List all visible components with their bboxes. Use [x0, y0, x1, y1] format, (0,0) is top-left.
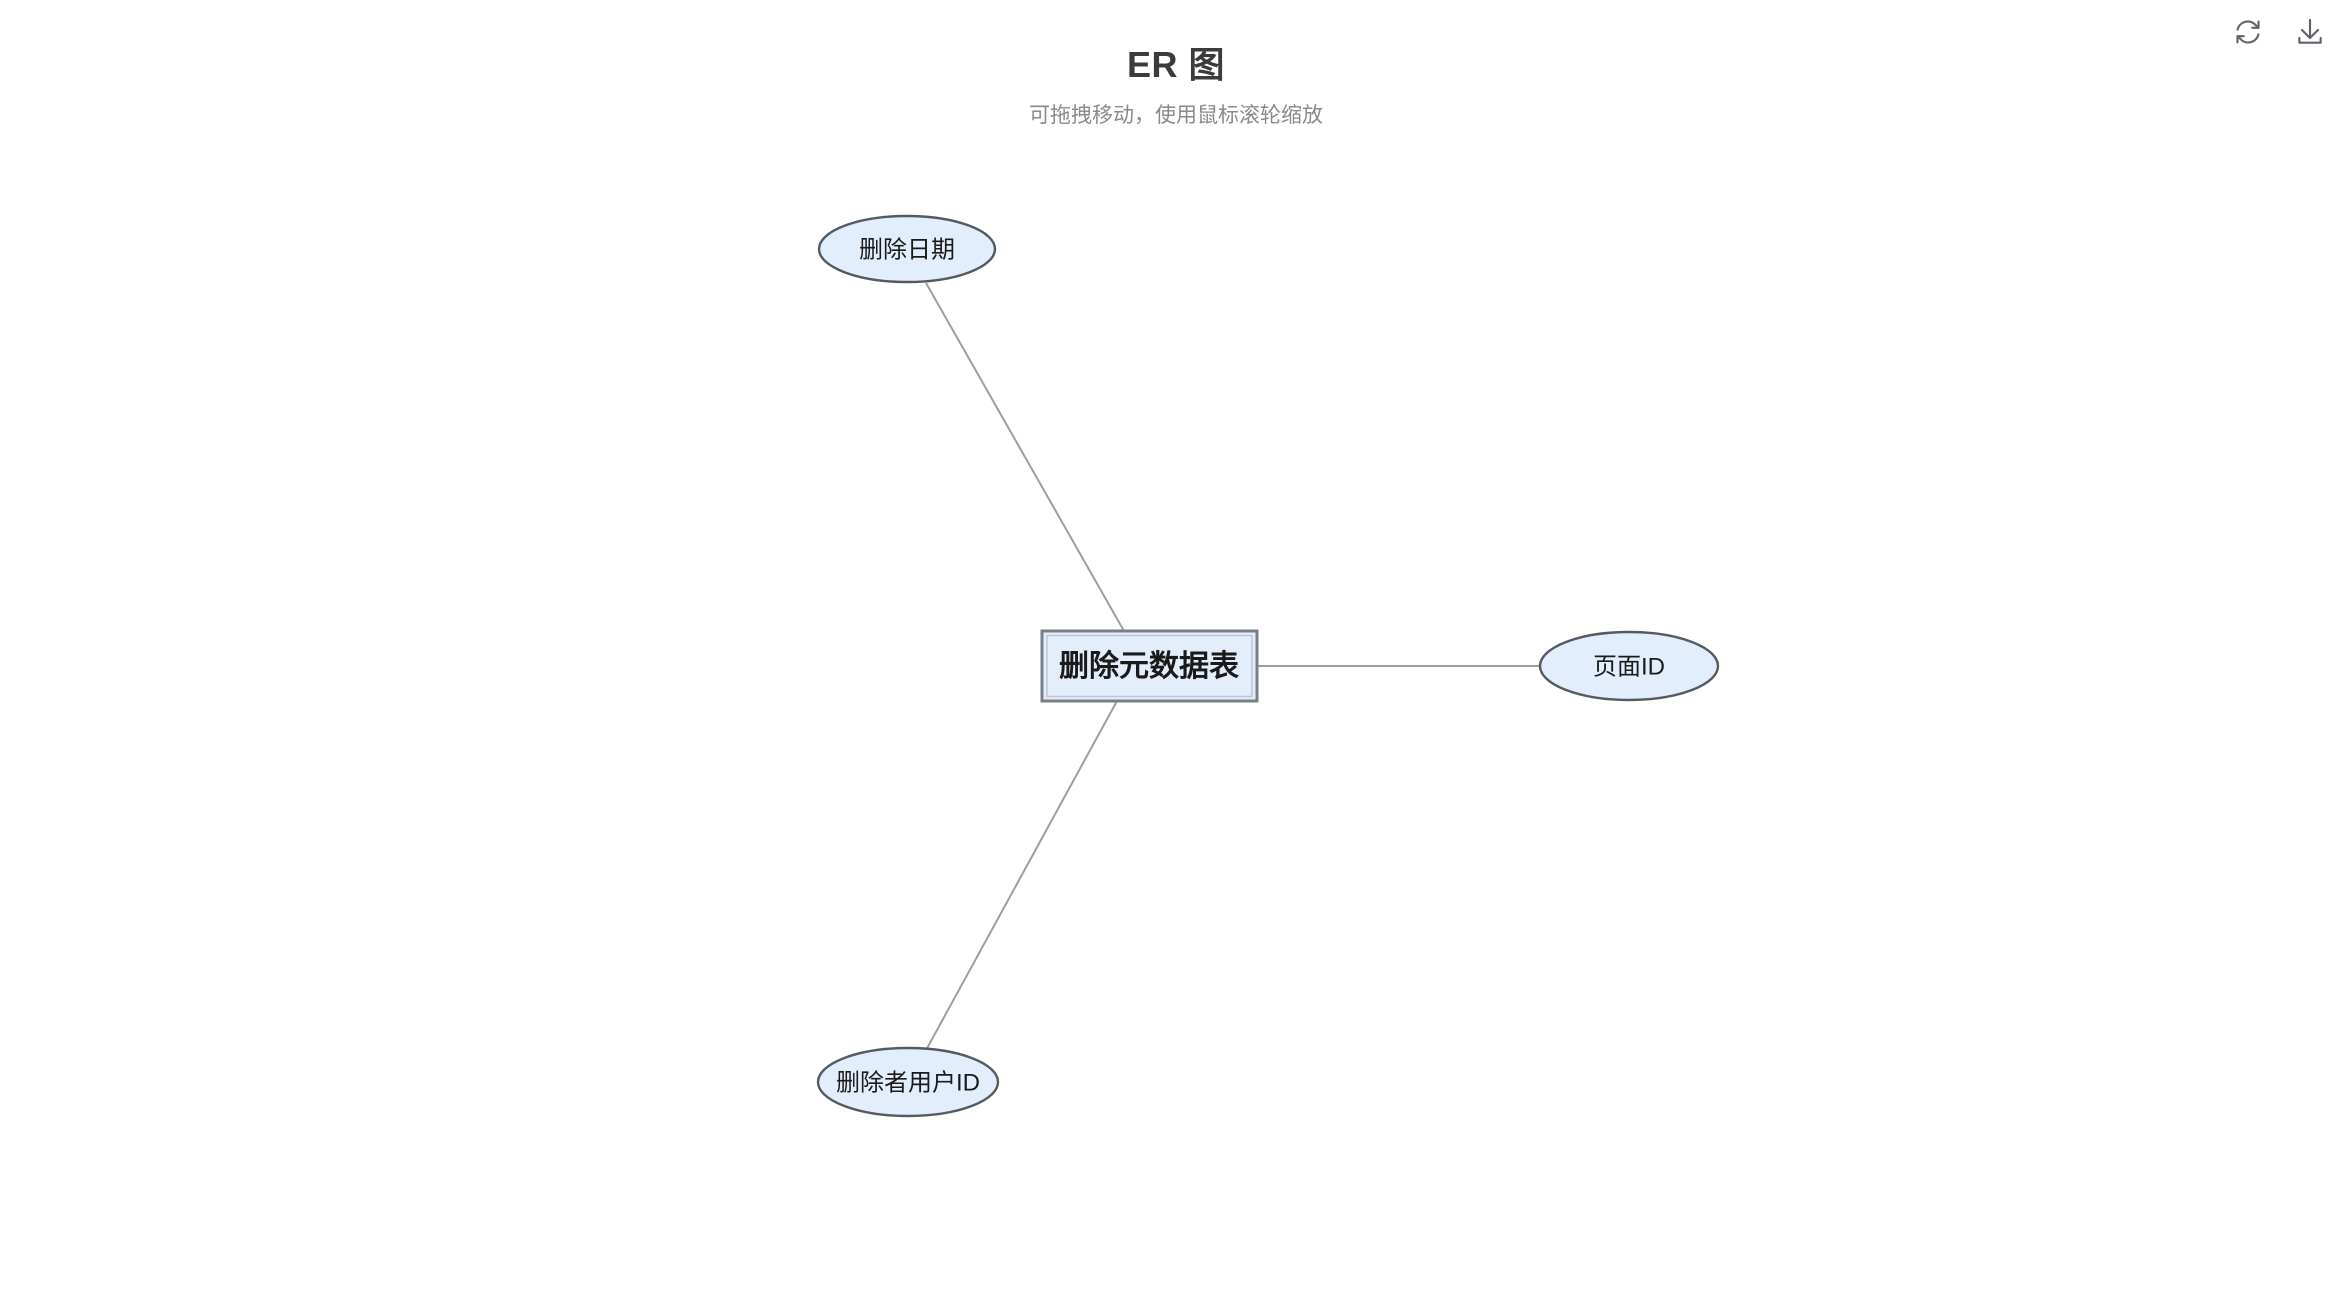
attribute-label: 页面ID [1593, 653, 1665, 680]
download-button[interactable] [2290, 12, 2330, 52]
attribute-label: 删除日期 [859, 236, 955, 263]
edge-deleter-user-id-to-entity [924, 700, 1118, 1053]
toolbar [2228, 12, 2330, 52]
attribute-label: 删除者用户ID [836, 1069, 980, 1096]
edge-layer [924, 282, 1540, 1053]
entity-delete-metadata-table[interactable]: 删除元数据表 [1040, 629, 1259, 703]
reset-view-button[interactable] [2228, 12, 2268, 52]
entity-label: 删除元数据表 [1059, 649, 1239, 683]
attribute-shape[interactable] [1538, 630, 1720, 702]
download-icon [2294, 16, 2326, 48]
entity-shape[interactable] [1040, 629, 1259, 703]
attribute-page-id[interactable]: 页面ID [1538, 630, 1720, 702]
attribute-shape[interactable] [817, 214, 997, 284]
attribute-shape[interactable] [816, 1046, 1000, 1118]
attribute-delete-date[interactable]: 删除日期 [817, 214, 997, 284]
entity-inner-outline [1046, 634, 1253, 698]
refresh-icon [2232, 16, 2264, 48]
attribute-deleter-user-id[interactable]: 删除者用户ID [816, 1046, 1000, 1118]
edge-delete-date-to-entity [925, 282, 1125, 632]
